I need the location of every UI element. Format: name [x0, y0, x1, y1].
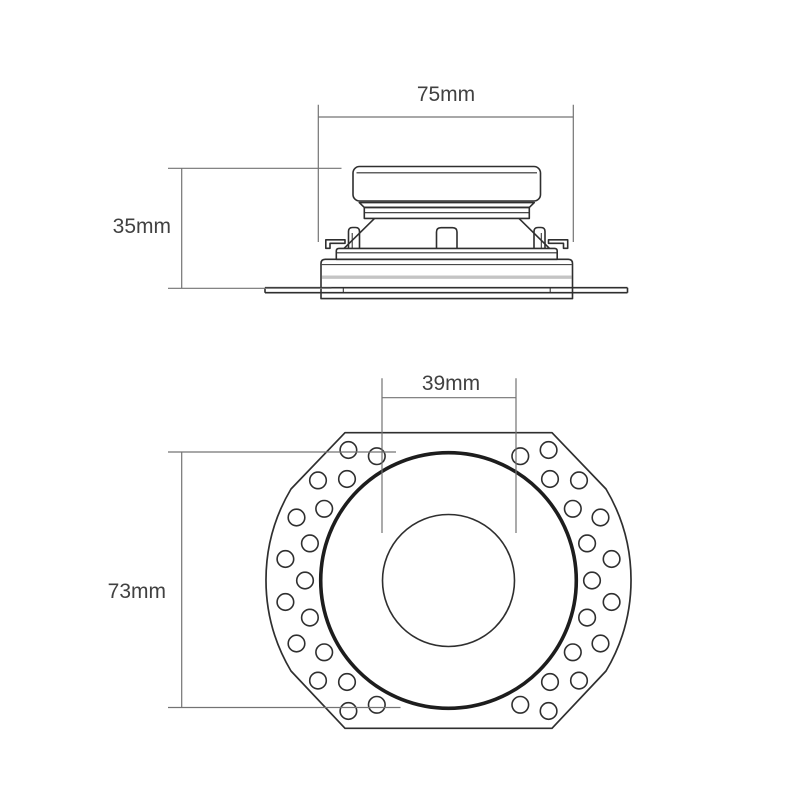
- ring-lower-body: [320, 258, 574, 300]
- perforation-hole: [540, 469, 560, 489]
- perforation-hole: [315, 499, 334, 518]
- perforation-hole: [539, 701, 558, 721]
- perforation-hole: [308, 471, 328, 490]
- perforation-hole: [367, 695, 386, 714]
- spring-clip-right: [533, 226, 546, 249]
- perforation-hole: [602, 592, 621, 612]
- perforation-hole: [287, 508, 306, 527]
- ring-upper-band: [335, 247, 558, 261]
- mounting-clips: [325, 226, 569, 250]
- perforation-hole: [276, 592, 295, 612]
- mounting-plate-outline: [265, 431, 632, 730]
- retention-hook-right: [547, 239, 569, 250]
- perforation-hole: [300, 608, 320, 627]
- perforation-hole: [287, 634, 306, 653]
- perforation-hole: [300, 534, 320, 553]
- led-housing-outline: [352, 165, 542, 202]
- dimension-label-width: 75mm: [417, 83, 475, 106]
- dimension-label-height: 35mm: [113, 215, 171, 238]
- perforation-hole: [337, 672, 357, 692]
- perforation-hole: [339, 440, 358, 460]
- perforation-hole: [315, 643, 334, 662]
- perforation-hole: [367, 447, 386, 466]
- perforation-hole: [295, 571, 315, 590]
- dimension-label-ring: 73mm: [108, 580, 166, 603]
- perforation-hole: [602, 549, 621, 569]
- body-cone: [343, 217, 551, 249]
- perforation-hole: [591, 508, 610, 527]
- perforation-hole: [577, 534, 597, 553]
- plaster-ring-body: [320, 247, 574, 300]
- perforation-hole: [582, 571, 602, 590]
- perforation-hole: [563, 643, 582, 662]
- perforation-hole: [276, 549, 295, 569]
- perforation-hole: [563, 499, 582, 518]
- plan-view-drawing: [265, 431, 632, 730]
- perforation-holes: [276, 440, 621, 721]
- dimension-35mm: 35mm: [113, 167, 342, 289]
- retention-hook-left: [325, 239, 346, 250]
- dimension-39mm: 39mm: [381, 372, 517, 533]
- perforation-hole: [540, 672, 560, 692]
- spring-clip-left: [347, 226, 361, 249]
- perforation-hole: [591, 634, 610, 653]
- dimension-73mm: 73mm: [108, 451, 401, 709]
- dimension-75mm: 75mm: [317, 83, 574, 242]
- perforation-hole: [511, 695, 530, 714]
- perforation-hole: [539, 440, 558, 460]
- aperture-circle: [381, 513, 516, 648]
- center-tab: [435, 226, 458, 249]
- perforation-hole: [339, 701, 358, 721]
- perforation-hole: [337, 469, 357, 489]
- plaster-ring-circle: [318, 450, 579, 711]
- dimensions: 75mm 35mm 39mm 73mm: [108, 83, 574, 709]
- perforation-hole: [308, 671, 328, 690]
- perforation-hole: [569, 671, 589, 690]
- perforation-hole: [511, 447, 530, 466]
- perforation-hole: [569, 471, 589, 490]
- flange-notch-marks: [342, 287, 551, 294]
- dimension-label-aperture: 39mm: [422, 372, 480, 395]
- perforation-hole: [577, 608, 597, 627]
